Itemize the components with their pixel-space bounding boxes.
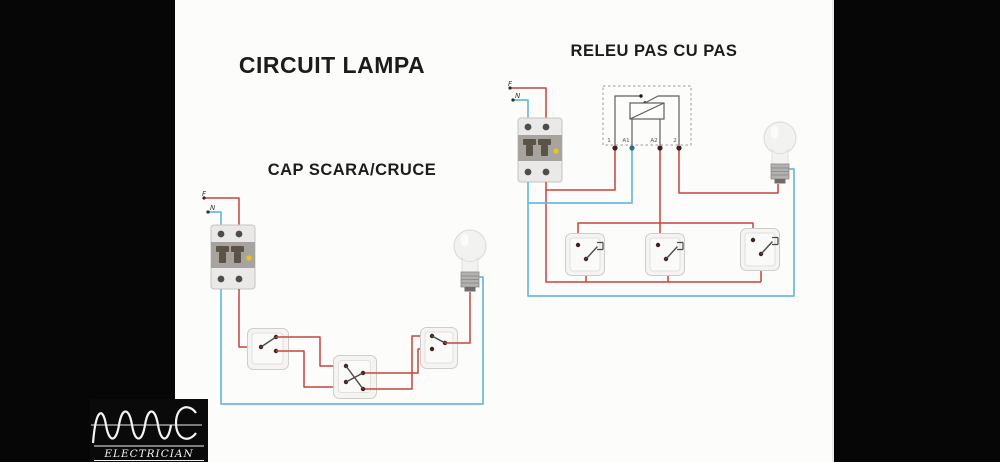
letterbox-left <box>0 0 175 462</box>
cross-switch-icon <box>333 355 377 399</box>
push-button-1-icon <box>564 232 606 277</box>
right-diagram: F N <box>508 80 797 297</box>
right-neutral-return-wire <box>527 168 795 297</box>
right-phase-feed-wire <box>509 87 547 118</box>
push-button-2-icon <box>644 232 686 277</box>
main-title: CIRCUIT LAMPA <box>238 52 426 78</box>
circuit-breaker-icon <box>210 224 256 290</box>
right-phase-origin-dot <box>508 86 512 90</box>
relay-terminal-1-label: 1 <box>607 138 611 144</box>
brand-logo: ELECTRICIAN <box>90 399 208 462</box>
switched-phase-to-lamp-wire <box>445 292 471 344</box>
left-neutral-return-wire <box>220 276 484 405</box>
light-bulb-icon <box>763 121 797 184</box>
relay-terminal-a1-label: A1 <box>622 138 629 144</box>
right-neutral-feed-wire <box>512 99 529 118</box>
right-neutral-label: N <box>515 92 521 100</box>
left-neutral-origin-dot <box>206 210 210 214</box>
left-phase-feed-wire <box>203 197 240 225</box>
left-diagram: F N <box>202 190 487 405</box>
relay-terminal-a2-label: A2 <box>650 138 657 144</box>
right-neutral-origin-dot <box>511 98 515 102</box>
letterbox-right <box>832 0 1000 462</box>
light-bulb-icon <box>453 229 487 292</box>
sine-wave-logo-icon <box>91 406 202 444</box>
a1-neutral-wire <box>528 150 633 204</box>
push-button-3-icon <box>739 227 781 272</box>
right-phase-label: F <box>508 80 513 88</box>
left-phase-origin-dot <box>202 196 206 200</box>
two-way-switch-1-icon <box>247 328 289 370</box>
two-way-switch-2-icon <box>420 327 458 369</box>
relay-terminal-2-label: 2 <box>673 138 677 144</box>
left-neutral-feed-wire <box>207 211 222 225</box>
phase-to-relay-wire <box>545 150 616 191</box>
traveller-wire-2 <box>276 350 344 388</box>
left-neutral-label: N <box>210 204 216 212</box>
circuit-breaker-icon <box>517 117 563 183</box>
right-diagram-title: RELEU PAS CU PAS <box>570 42 738 60</box>
traveller-wire-1 <box>276 336 344 367</box>
left-diagram-title: CAP SCARA/CRUCE <box>267 161 437 179</box>
phase-button-bus-wire <box>545 190 761 283</box>
relay-output-to-lamp-wire <box>678 150 779 194</box>
left-phase-label: F <box>202 190 207 198</box>
step-relay-icon: 1 A1 A2 2 <box>602 85 692 151</box>
logo-subtitle: ELECTRICIAN <box>103 448 193 460</box>
diagram-canvas <box>175 0 832 462</box>
